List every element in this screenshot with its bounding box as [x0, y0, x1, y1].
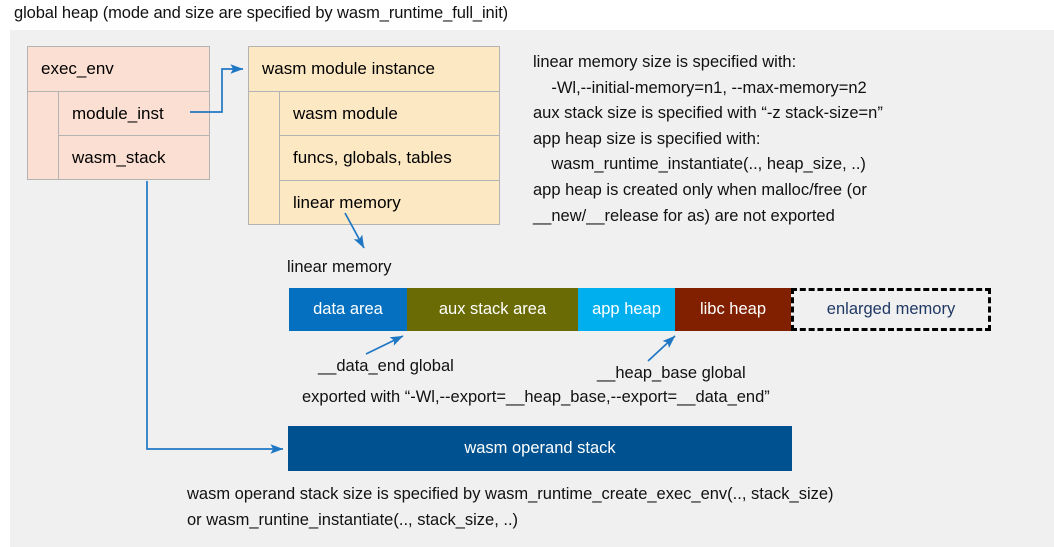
module-instance-field-wasm-module: wasm module: [280, 92, 499, 137]
wasm-module-instance-box: wasm module instance wasm module funcs, …: [248, 46, 500, 225]
annotation-heap-base: __heap_base global: [597, 364, 746, 382]
memory-segment: libc heap: [675, 288, 791, 331]
operand-stack-notes: wasm operand stack size is specified by …: [187, 485, 834, 529]
exec-env-rows: module_inst wasm_stack: [59, 92, 209, 180]
exec-env-gutter: [28, 92, 59, 180]
annotation-data-end: __data_end global: [318, 357, 454, 375]
page-title: global heap (mode and size are specified…: [14, 4, 509, 22]
linear-memory-notes: linear memory size is specified with: -W…: [533, 53, 883, 225]
module-instance-field-funcs-globals-tables: funcs, globals, tables: [280, 136, 499, 181]
linear-memory-label: linear memory: [287, 258, 392, 276]
module-instance-field-linear-memory: linear memory: [293, 192, 401, 212]
module-instance-rows: wasm module funcs, globals, tables linea…: [280, 92, 499, 225]
module-instance-body: wasm module funcs, globals, tables linea…: [249, 92, 499, 225]
exec-env-field-wasm-stack: wasm_stack: [72, 148, 166, 167]
annotation-exported-with: exported with “-Wl,--export=__heap_base,…: [302, 388, 770, 406]
memory-segment: app heap: [578, 288, 675, 331]
exec-env-body: module_inst wasm_stack: [28, 92, 209, 180]
exec-env-header: exec_env: [28, 47, 209, 92]
wasm-operand-stack-box: wasm operand stack: [288, 426, 792, 471]
exec-env-box: exec_env module_inst wasm_stack: [27, 46, 210, 180]
memory-segment: aux stack area: [407, 288, 578, 331]
memory-segment: enlarged memory: [791, 288, 991, 331]
module-instance-header: wasm module instance: [249, 47, 499, 92]
module-instance-gutter: [249, 92, 280, 225]
exec-env-field-module-inst: module_inst: [59, 92, 209, 136]
memory-segment: data area: [289, 288, 407, 331]
